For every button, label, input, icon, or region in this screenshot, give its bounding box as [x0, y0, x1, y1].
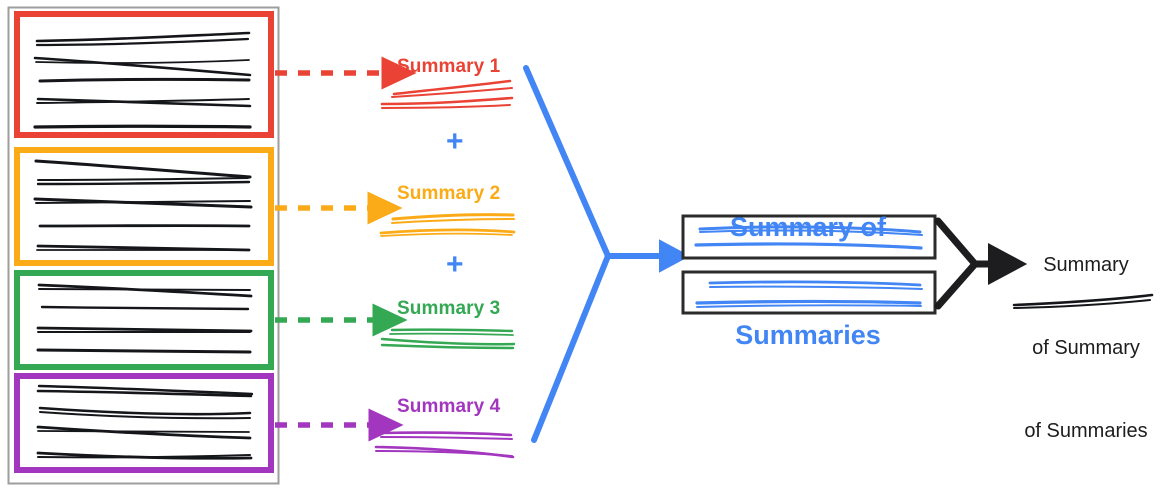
final-title-line-2: of Summary: [1032, 336, 1140, 359]
final-title-line-3: of Summaries: [1024, 419, 1148, 442]
sos-box-2[interactable]: [681, 270, 937, 315]
summary-3-scribble: [380, 328, 516, 350]
plus-operator-2: +: [446, 248, 464, 281]
final-title-line-1: Summary: [1043, 254, 1129, 277]
final-summary-title: Summary of Summary of Summaries: [1006, 197, 1166, 495]
summary-4-label: Summary 4: [397, 396, 501, 417]
source-documents-panel: [7, 6, 280, 485]
summary-of-summaries-title: Summary of Summaries: [682, 138, 934, 425]
black-merge-arrow: [934, 217, 1028, 310]
summary-1-label: Summary 1: [397, 56, 501, 77]
document-scribble-lines: [36, 283, 253, 354]
sos-title-line-2: Summaries: [735, 319, 881, 350]
sos-box-1-scribble: [694, 225, 923, 250]
document-box-1[interactable]: [14, 11, 274, 138]
final-summary-scribble: [1012, 293, 1154, 309]
sos-title-line-1: Summary of: [729, 211, 887, 242]
sos-box-1[interactable]: [681, 214, 937, 260]
summary-2-scribble: [379, 213, 516, 237]
summary-3-label: Summary 3: [397, 298, 501, 319]
document-scribble-lines: [33, 159, 253, 252]
summary-2-label: Summary 2: [397, 183, 501, 204]
document-box-2[interactable]: [14, 147, 274, 266]
blue-merge-arrow: [523, 65, 691, 443]
plus-operator-1: +: [446, 125, 464, 158]
document-scribble-lines: [33, 31, 252, 129]
document-box-3[interactable]: [14, 270, 274, 370]
summary-4-scribble: [374, 431, 515, 459]
document-scribble-lines: [36, 384, 254, 460]
sos-box-2-scribble: [695, 280, 923, 308]
summary-1-scribble: [380, 79, 514, 109]
document-box-4[interactable]: [14, 373, 274, 473]
